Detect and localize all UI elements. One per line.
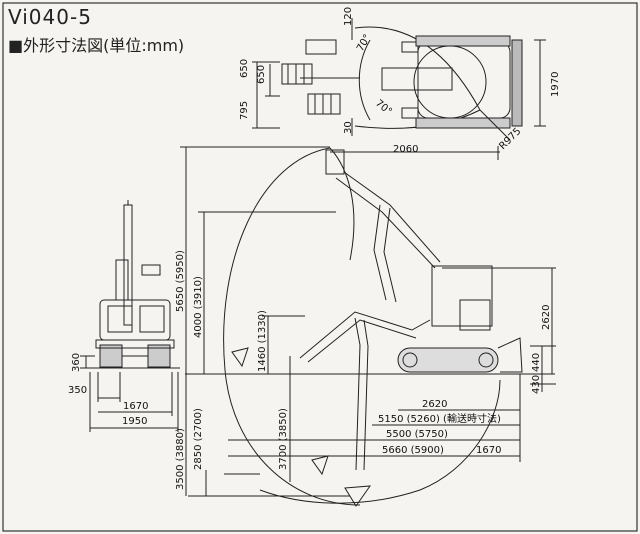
dim-350: 350 [68, 385, 87, 396]
dim-5660: 5660 (5900) [382, 445, 444, 456]
dim-5500: 5500 (5750) [386, 429, 448, 440]
dim-2060: 2060 [393, 144, 418, 155]
dim-5650: 5650 (5950) [175, 250, 186, 312]
dim-360: 360 [71, 353, 82, 372]
dim-650a: 650 [239, 59, 250, 78]
machine-body-top [417, 41, 511, 119]
dim-440: 440 [531, 353, 542, 372]
dim-r975: R975 [497, 126, 523, 152]
dim-30: 30 [343, 121, 354, 134]
dim-2620-horizontal: 2620 [422, 399, 447, 410]
dim-3500: 3500 (3880) [175, 428, 186, 490]
side-view [180, 146, 556, 507]
dim-2850: 2850 (2700) [193, 408, 204, 470]
bucket-top-b [281, 63, 313, 85]
dim-1670-side: 1670 [476, 445, 501, 456]
front-view [80, 200, 180, 432]
angle-70b: 70° [373, 98, 394, 118]
dim-120: 120 [343, 7, 354, 26]
dim-1670-front: 1670 [123, 401, 148, 412]
bucket-top-a [305, 39, 337, 55]
bucket-top-c [307, 93, 341, 115]
dim-1970: 1970 [550, 72, 561, 97]
dim-1950: 1950 [122, 416, 147, 427]
track-side [397, 347, 499, 373]
dim-430: 430 [531, 375, 542, 394]
dim-795: 795 [239, 101, 250, 120]
model-title: Vi040-5 [8, 5, 92, 29]
top-view [252, 18, 546, 141]
dim-3700: 3700 (3850) [278, 408, 289, 470]
dim-650b: 650 [256, 65, 267, 84]
dim-4000: 4000 (3910) [193, 276, 204, 338]
dim-5150: 5150 (5260) (輸送時寸法) [378, 412, 501, 425]
drawing-subtitle: ■外形寸法図(単位:mm) [8, 36, 185, 55]
cab-side [431, 265, 493, 327]
reach-envelope [223, 147, 361, 506]
dim-1460: 1460 (1330) [257, 310, 268, 372]
blade-top [511, 39, 523, 127]
angle-70a: 70° [355, 33, 373, 54]
dim-2620-vertical: 2620 [541, 305, 552, 330]
boom-top [381, 67, 453, 91]
upper-structure [413, 45, 487, 119]
